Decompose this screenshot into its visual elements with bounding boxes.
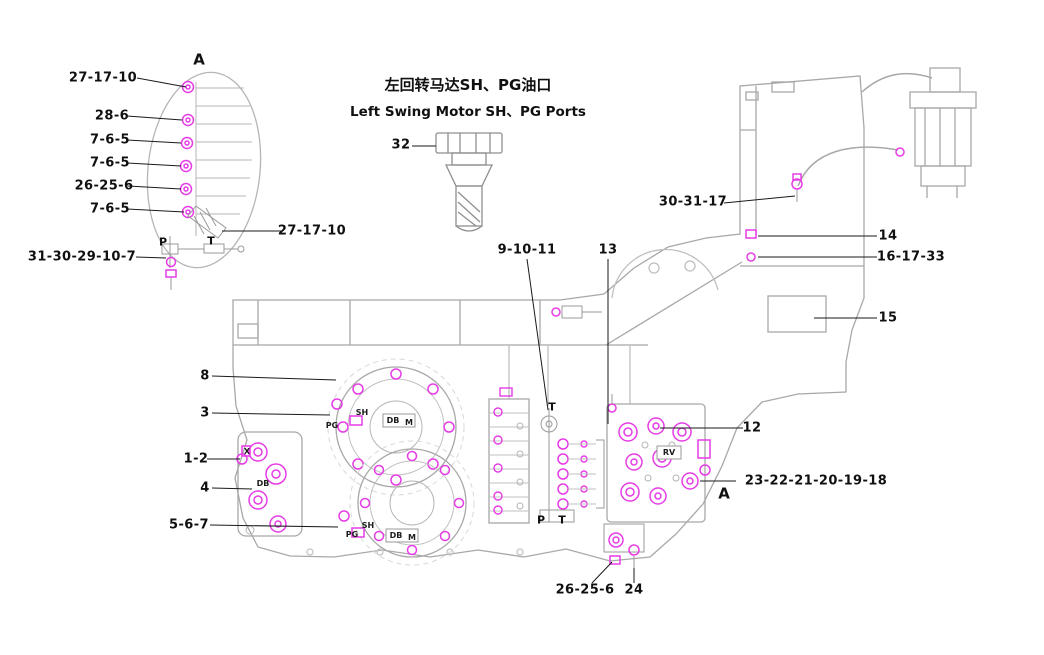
title-english: Left Swing Motor SH、PG Ports (350, 104, 586, 120)
swing-motor-lower (338, 440, 475, 566)
port-stack (539, 408, 605, 523)
cylinder-assembly (909, 67, 977, 198)
leader-lines (125, 77, 877, 584)
machine-body (232, 75, 865, 562)
left-valve-assembly (236, 431, 303, 537)
swing-motor-upper (327, 358, 465, 496)
hydraulic-hoses (797, 72, 933, 187)
center-manifold (488, 387, 530, 524)
diagram-title: 左回转马达SH、PG油口 Left Swing Motor SH、PG Port… (350, 74, 586, 120)
fitting-32-drawing (435, 132, 503, 232)
drain-fitting (551, 147, 905, 319)
title-chinese: 左回转马达SH、PG油口 (384, 76, 552, 94)
detail-view-a (146, 71, 262, 290)
main-control-valve (603, 394, 711, 568)
